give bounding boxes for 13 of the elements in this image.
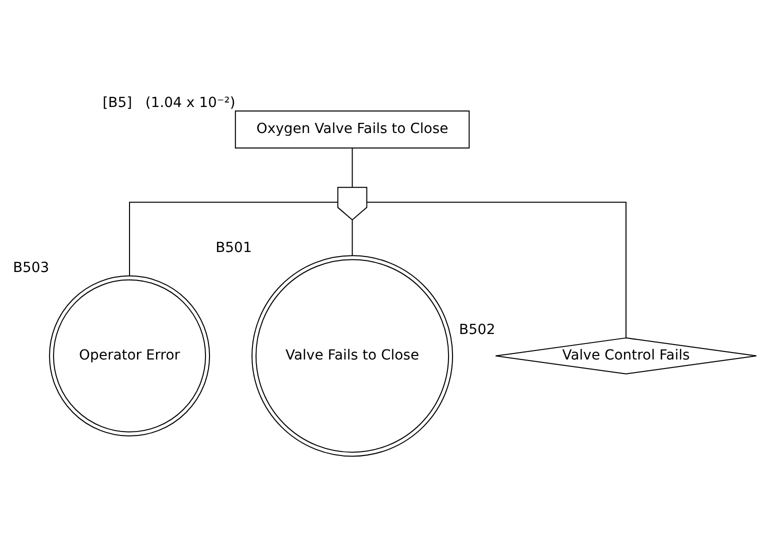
node-box: Oxygen Valve Fails to Close <box>234 110 470 148</box>
node-circle: Operator Error <box>49 275 210 436</box>
node-circle: Valve Fails to Close <box>252 255 454 457</box>
node-label: B502 <box>459 322 496 338</box>
node-label: [B5] (1.04 x 10⁻²) <box>102 95 236 112</box>
connector <box>129 202 338 276</box>
node-label: B503 <box>12 260 50 276</box>
connector <box>352 220 353 256</box>
connector <box>366 202 626 338</box>
connector <box>352 148 353 188</box>
node-gate <box>337 186 368 221</box>
node-diamond: Valve Control Fails <box>495 337 757 374</box>
node-label: B501 <box>216 240 252 256</box>
